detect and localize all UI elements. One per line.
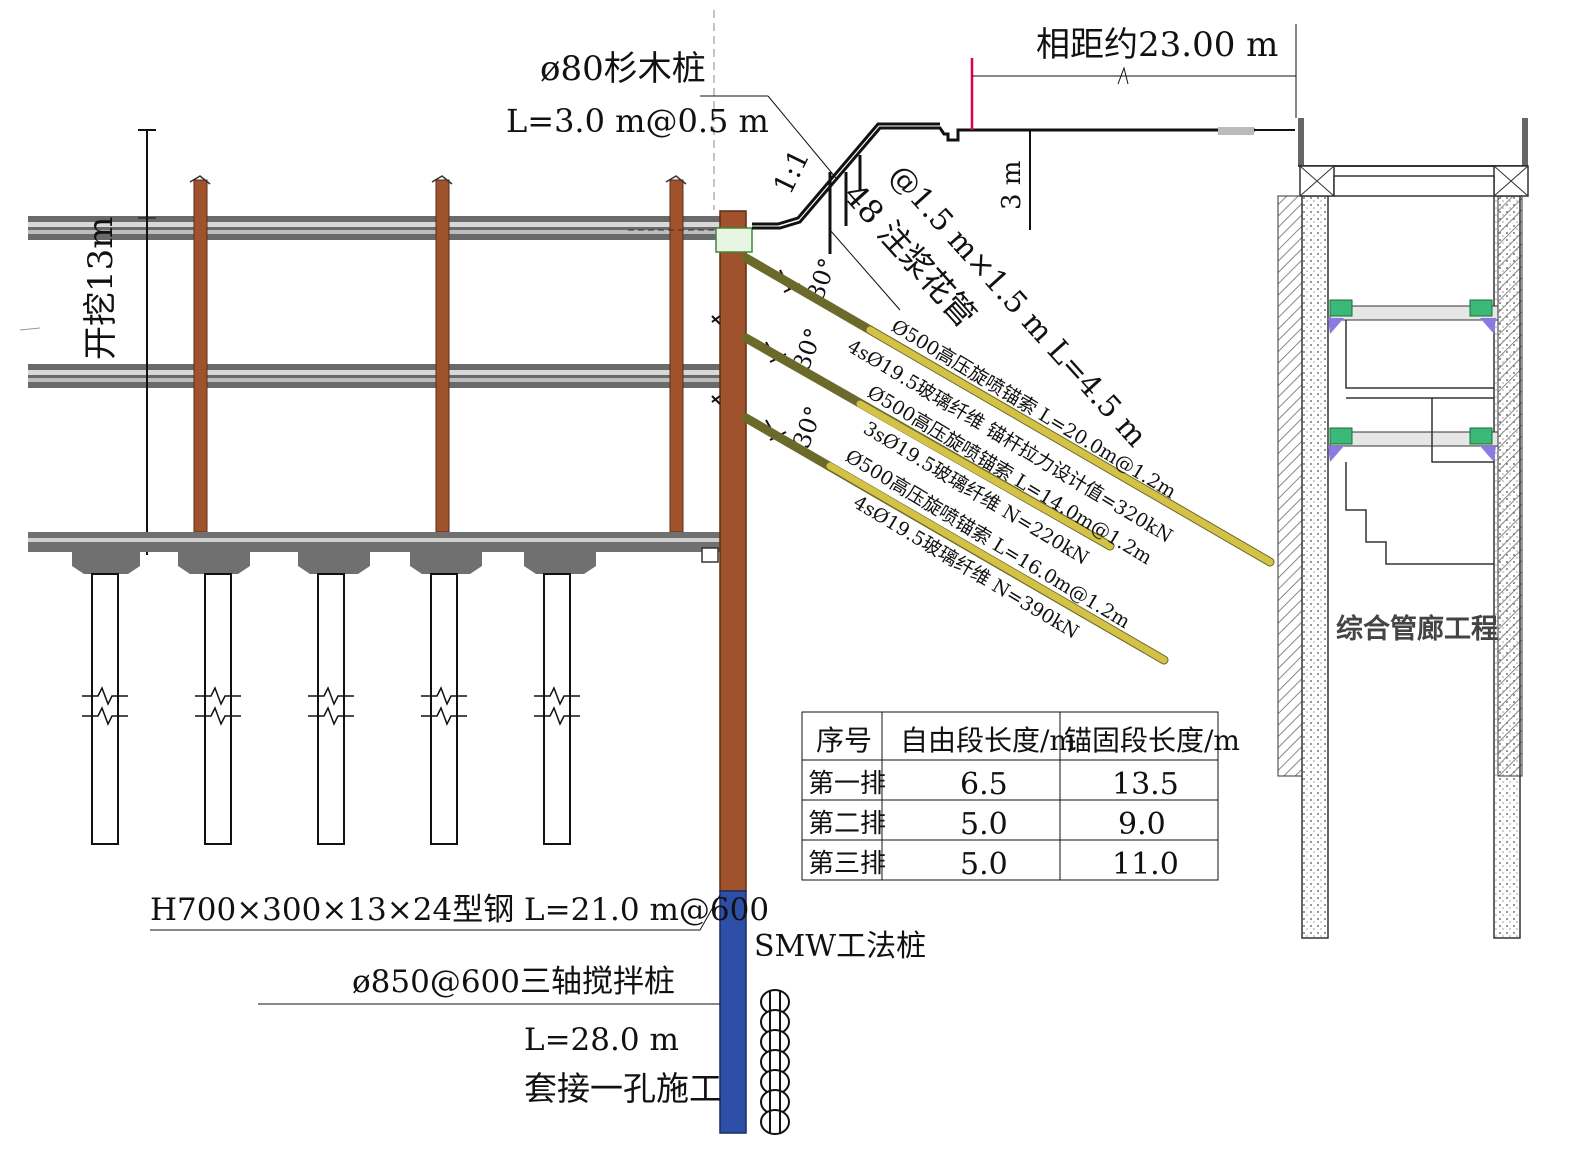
table-row-3-seq: 第三排 bbox=[808, 849, 886, 879]
foundation-piles bbox=[91, 573, 571, 845]
crown-beam bbox=[715, 227, 753, 253]
fir-pile-spec: L=3.0 m@0.5 m bbox=[506, 102, 769, 140]
grout-leader bbox=[829, 229, 901, 311]
h-steel-pile bbox=[719, 210, 747, 892]
table-row-2-seq: 第二排 bbox=[808, 809, 886, 839]
table-row-2-free: 5.0 bbox=[960, 807, 1008, 842]
steel-section-label: H700×300×13×24型钢 L=21.0 m@600 bbox=[150, 892, 769, 928]
excavation-depth-dimension bbox=[19, 129, 156, 555]
base-slab bbox=[28, 532, 720, 574]
table-row-1-seq: 第一排 bbox=[808, 769, 886, 799]
table-row-2-anchor: 9.0 bbox=[1118, 807, 1166, 842]
lattice-columns bbox=[189, 175, 687, 533]
fir-leader bbox=[767, 95, 837, 179]
mixing-pile-label: ø850@600三轴搅拌桩 bbox=[352, 964, 675, 1000]
smw-label: SMW工法桩 bbox=[754, 929, 926, 964]
table-row-3-anchor: 11.0 bbox=[1112, 847, 1179, 882]
mixing-pile-circles bbox=[760, 989, 790, 1135]
table-row-1-anchor: 13.5 bbox=[1112, 767, 1179, 802]
mixing-pile-core bbox=[769, 990, 781, 1134]
pile-length-label: L=28.0 m bbox=[524, 1022, 679, 1058]
table-header-anchor: 锚固段长度/m bbox=[1064, 724, 1240, 757]
distance-label: 相距约23.00 m bbox=[1036, 25, 1278, 65]
table-header-free: 自由段长度/m bbox=[900, 724, 1076, 757]
table-row-1-free: 6.5 bbox=[960, 767, 1008, 802]
ground-marker bbox=[1218, 127, 1254, 135]
slope-profile bbox=[752, 122, 1255, 230]
table-row-3-free: 5.0 bbox=[960, 847, 1008, 882]
bottom-leaders bbox=[150, 894, 721, 1005]
anchor-length-table bbox=[801, 711, 1219, 881]
depth-3m-label: 3 m bbox=[997, 161, 1027, 210]
overlap-label: 套接一孔施工 bbox=[524, 1069, 722, 1108]
utility-tunnel-label: 综合管廊工程 bbox=[1336, 613, 1498, 645]
fir-pile-title: ø80杉木桩 bbox=[540, 49, 706, 89]
anchor-heads bbox=[711, 315, 721, 405]
pile-break-marks bbox=[82, 686, 580, 726]
slope-ratio: 1:1 bbox=[767, 144, 816, 199]
mixing-pile-blue bbox=[719, 890, 747, 1134]
strut-level-1 bbox=[28, 216, 726, 240]
strut-level-2 bbox=[28, 364, 726, 388]
excavation-depth-label: 开挖13m bbox=[81, 216, 121, 360]
distance-dimension bbox=[970, 24, 1297, 130]
anchor-cables bbox=[741, 253, 1275, 665]
fir-piles bbox=[828, 155, 862, 254]
table-header-seq: 序号 bbox=[816, 724, 872, 757]
utility-tunnel bbox=[1277, 118, 1529, 939]
